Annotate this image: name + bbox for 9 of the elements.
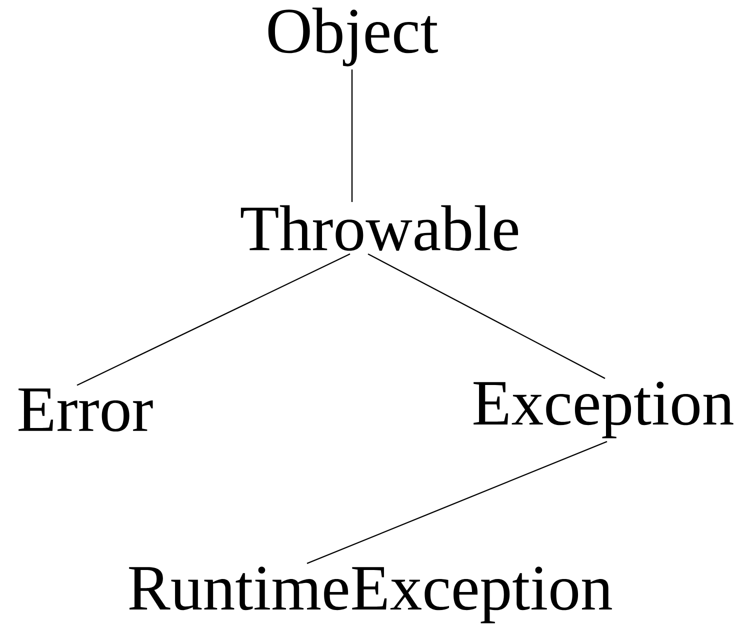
class-label: Throwable	[240, 205, 518, 251]
connector-line	[76, 253, 350, 386]
class-label: Exception	[474, 382, 734, 438]
class-label: Error	[18, 388, 153, 432]
connector-line	[368, 253, 606, 379]
connector-line	[306, 440, 608, 564]
class-label: Object	[268, 8, 438, 66]
connector-line	[351, 70, 353, 202]
class-label: RuntimeException	[129, 566, 612, 624]
